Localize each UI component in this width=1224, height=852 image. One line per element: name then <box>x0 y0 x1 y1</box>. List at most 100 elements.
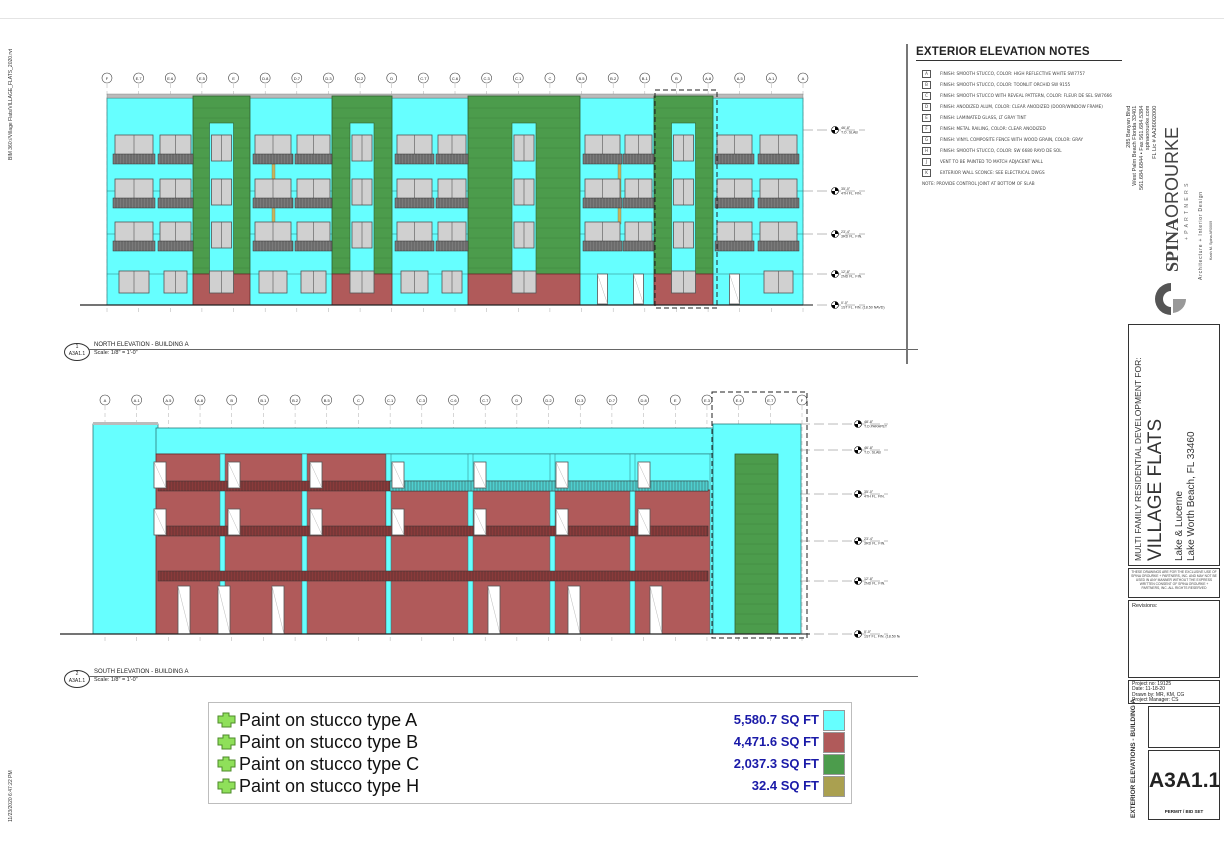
level-marker-fill <box>835 301 839 305</box>
grid-label: F <box>106 76 109 81</box>
grid-label: A.5 <box>737 76 744 81</box>
door-swing <box>177 585 191 635</box>
level-name: 4TH FL. FIN. <box>841 192 862 196</box>
grid-bubble <box>733 394 744 406</box>
railing <box>157 525 709 537</box>
issue-label: PERMIT / BID SET <box>1164 809 1204 814</box>
legend-label: Paint on stucco type C <box>239 754 420 774</box>
grid-label: B.5 <box>579 76 586 81</box>
project-street: Lake & Lucerne <box>1174 490 1185 561</box>
view-number: 1 <box>75 344 79 350</box>
level-name: T.O. SLAB <box>864 451 881 455</box>
grid-bubble <box>669 394 681 406</box>
grid-label: B.2 <box>292 398 299 403</box>
level-marker-fill <box>858 446 862 450</box>
grid-bubble <box>291 72 303 84</box>
view-sheet-ref: A3A1.1 <box>68 678 86 684</box>
grid-label: C.6 <box>452 76 459 81</box>
legend-item[interactable]: Paint on stucco type A 5,580.7 SQ FT <box>215 709 845 731</box>
firm-name-bold: SPINA <box>1162 217 1182 272</box>
legend-item[interactable]: Paint on stucco type C 2,037.3 SQ FT <box>215 753 845 775</box>
grid-bubble <box>226 394 238 406</box>
level-name: 4TH FL. FIN. <box>864 495 885 499</box>
grid-label: C.6 <box>450 398 457 403</box>
grid-bubble <box>607 72 619 84</box>
railing <box>582 153 623 165</box>
legend-label: Paint on stucco type H <box>239 776 420 796</box>
sheet-title: EXTERIOR ELEVATIONS - BUILDING A <box>1130 698 1137 818</box>
grid-label: E <box>674 398 677 403</box>
grid-bubble <box>354 72 366 84</box>
polygon-markup-icon <box>217 778 236 794</box>
sheet-number-box: A3A1.1 PERMIT / BID SET <box>1148 750 1220 820</box>
note-key: J <box>922 157 931 166</box>
note-text: FINISH: METAL RAILING, COLOR: CLEAR ANOD… <box>940 126 1046 131</box>
firm-logo-text: SPINAOROURKE <box>1162 127 1182 272</box>
area-legend: Paint on stucco type A 5,580.7 SQ FT Pai… <box>208 702 852 804</box>
grid-label: A.1 <box>768 76 775 81</box>
level-elevation: 23'-4" <box>841 230 851 234</box>
legend-item[interactable]: Paint on stucco type B 4,471.6 SQ FT <box>215 731 845 753</box>
grid-bubble <box>258 394 269 406</box>
grid-label: C.7 <box>482 398 489 403</box>
grid-bubble <box>386 72 398 84</box>
door-swing <box>391 508 405 536</box>
level-marker-fill <box>831 305 835 309</box>
stucco-type-a-band <box>155 427 714 455</box>
grid-label: A <box>802 76 805 81</box>
grid-label: D.8 <box>640 398 647 403</box>
door-swing <box>309 461 323 489</box>
firm-cert: FL Lic # AA26002000 <box>1151 105 1158 159</box>
grid-bubble <box>797 72 809 84</box>
railing <box>714 197 755 209</box>
level-elevation: 0'-0" <box>841 301 849 305</box>
grid-label: B.1 <box>260 398 267 403</box>
grid-bubble <box>321 394 333 406</box>
legend-item[interactable]: Paint on stucco type H 32.4 SQ FT <box>215 775 845 797</box>
notes-title: EXTERIOR ELEVATION NOTES <box>916 46 1090 58</box>
project-manager: Project Manager: CS <box>1132 697 1179 704</box>
grid-label: D <box>515 398 518 403</box>
stucco-type-a-stair-tower <box>92 423 159 635</box>
grid-label: F <box>801 398 804 403</box>
project-number: Project no: 19125 <box>1132 681 1172 687</box>
door-swing <box>271 585 285 635</box>
level-marker-fill <box>854 634 858 638</box>
grid-label: A <box>104 398 107 403</box>
grid-bubble <box>543 394 554 406</box>
railing <box>157 197 194 209</box>
railing <box>252 197 294 209</box>
note-key: A <box>922 69 931 78</box>
level-marker-fill <box>831 191 835 195</box>
railing <box>582 197 623 209</box>
railing <box>294 240 333 252</box>
door-swing <box>227 461 241 489</box>
note-text: FINISH: SMOOTH STUCCO, COLOR: TOONLIT OR… <box>940 82 1071 87</box>
grid-label: D.3 <box>325 76 332 81</box>
level-marker-fill <box>831 130 835 134</box>
grid-label: B.1 <box>642 76 649 81</box>
railing <box>435 153 469 165</box>
grid-bubble <box>228 72 239 84</box>
grid-bubble <box>479 394 491 406</box>
legend-value: 5,580.7 SQ FT <box>733 712 819 727</box>
grid-label: E.4 <box>736 398 743 403</box>
level-elevation: 35'-0" <box>841 187 851 191</box>
project-city: Lake Worth Beach, FL 33460 <box>1186 431 1197 561</box>
project-name: VILLAGE FLATS <box>1145 418 1166 561</box>
grid-label: D.2 <box>545 398 552 403</box>
view-number: 2 <box>75 671 79 677</box>
grid-label: D <box>390 76 393 81</box>
firm-address: 285 Banyan Blvd West Palm Beach Florida … <box>1126 106 1158 190</box>
level-name: 2ND FL. FIN. <box>864 582 885 586</box>
grid-bubble <box>163 394 174 406</box>
legend-swatch <box>823 776 845 797</box>
grid-bubble <box>384 394 396 406</box>
railing <box>622 197 655 209</box>
project-info-box: MULTI FAMILY RESIDENTIAL DEVELOPMENT FOR… <box>1128 324 1220 566</box>
grid-label: B <box>675 76 678 81</box>
